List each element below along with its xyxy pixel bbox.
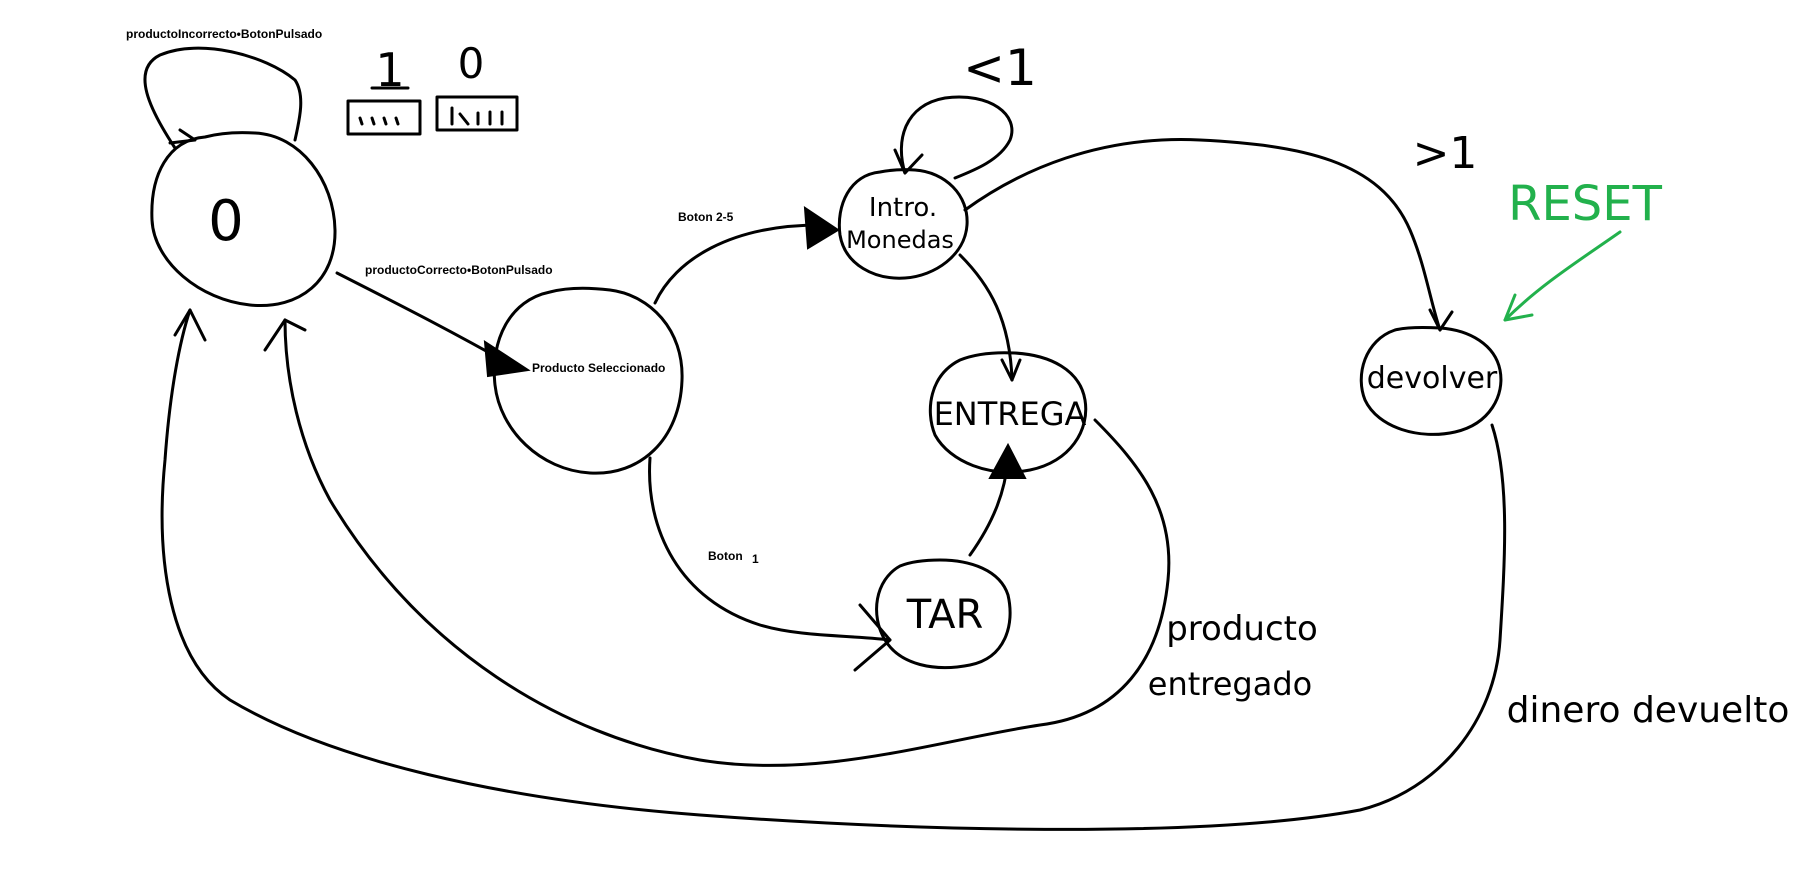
state-entrega: ENTREGA bbox=[928, 351, 1088, 474]
label-producto-entregado-line1: producto bbox=[1166, 609, 1318, 649]
transition-mayor-1: >1 bbox=[963, 128, 1478, 332]
transition-producto-incorrecto: productoIncorrecto•BotonPulsado bbox=[126, 27, 322, 150]
label-producto-correcto: productoCorrecto•BotonPulsado bbox=[365, 263, 553, 277]
label-reset: RESET bbox=[1508, 176, 1662, 232]
legend: 1 0 bbox=[346, 39, 519, 136]
state-tar-label: TAR bbox=[906, 592, 983, 638]
state-producto-seleccionado-label: Producto Seleccionado bbox=[532, 361, 665, 375]
legend-zero: 0 bbox=[458, 39, 485, 88]
state-initial: 0 bbox=[150, 131, 337, 308]
transition-producto-correcto: productoCorrecto•BotonPulsado bbox=[335, 263, 553, 378]
transition-tar-to-entrega bbox=[968, 442, 1027, 557]
label-producto-incorrecto: productoIncorrecto•BotonPulsado bbox=[126, 27, 322, 41]
state-devolver: devolver bbox=[1359, 325, 1503, 436]
label-boton-1-value: 1 bbox=[752, 552, 759, 566]
reset-indicator: RESET bbox=[1503, 176, 1663, 322]
label-dinero-devuelto: dinero devuelto bbox=[1507, 690, 1790, 731]
state-producto-seleccionado: Producto Seleccionado bbox=[492, 286, 684, 475]
transition-producto-entregado: producto entregado bbox=[263, 318, 1318, 767]
state-intro-monedas-line1: Intro. bbox=[869, 193, 937, 223]
transition-boton-2-5: Boton 2-5 bbox=[653, 206, 840, 305]
label-mayor-1: >1 bbox=[1413, 128, 1478, 179]
label-boton-1: Boton bbox=[708, 549, 743, 563]
label-boton-2-5: Boton 2-5 bbox=[678, 210, 734, 224]
state-devolver-label: devolver bbox=[1367, 361, 1498, 396]
state-intro-monedas-line2: Monedas bbox=[846, 226, 954, 254]
legend-box-zero bbox=[435, 95, 519, 132]
transition-dinero-devuelto: dinero devuelto bbox=[160, 308, 1790, 831]
state-tar: TAR bbox=[875, 558, 1012, 670]
transition-menor-1: <1 bbox=[893, 39, 1037, 180]
state-entrega-label: ENTREGA bbox=[934, 395, 1087, 433]
legend-box-one bbox=[346, 99, 422, 136]
transition-intro-to-entrega bbox=[958, 253, 1022, 382]
label-menor-1: <1 bbox=[963, 39, 1037, 97]
transition-boton-1: Boton 1 bbox=[648, 456, 892, 672]
state-intro-monedas: Intro. Monedas bbox=[837, 168, 969, 280]
state-initial-label: 0 bbox=[208, 189, 244, 254]
label-producto-entregado-line2: entregado bbox=[1148, 665, 1312, 703]
